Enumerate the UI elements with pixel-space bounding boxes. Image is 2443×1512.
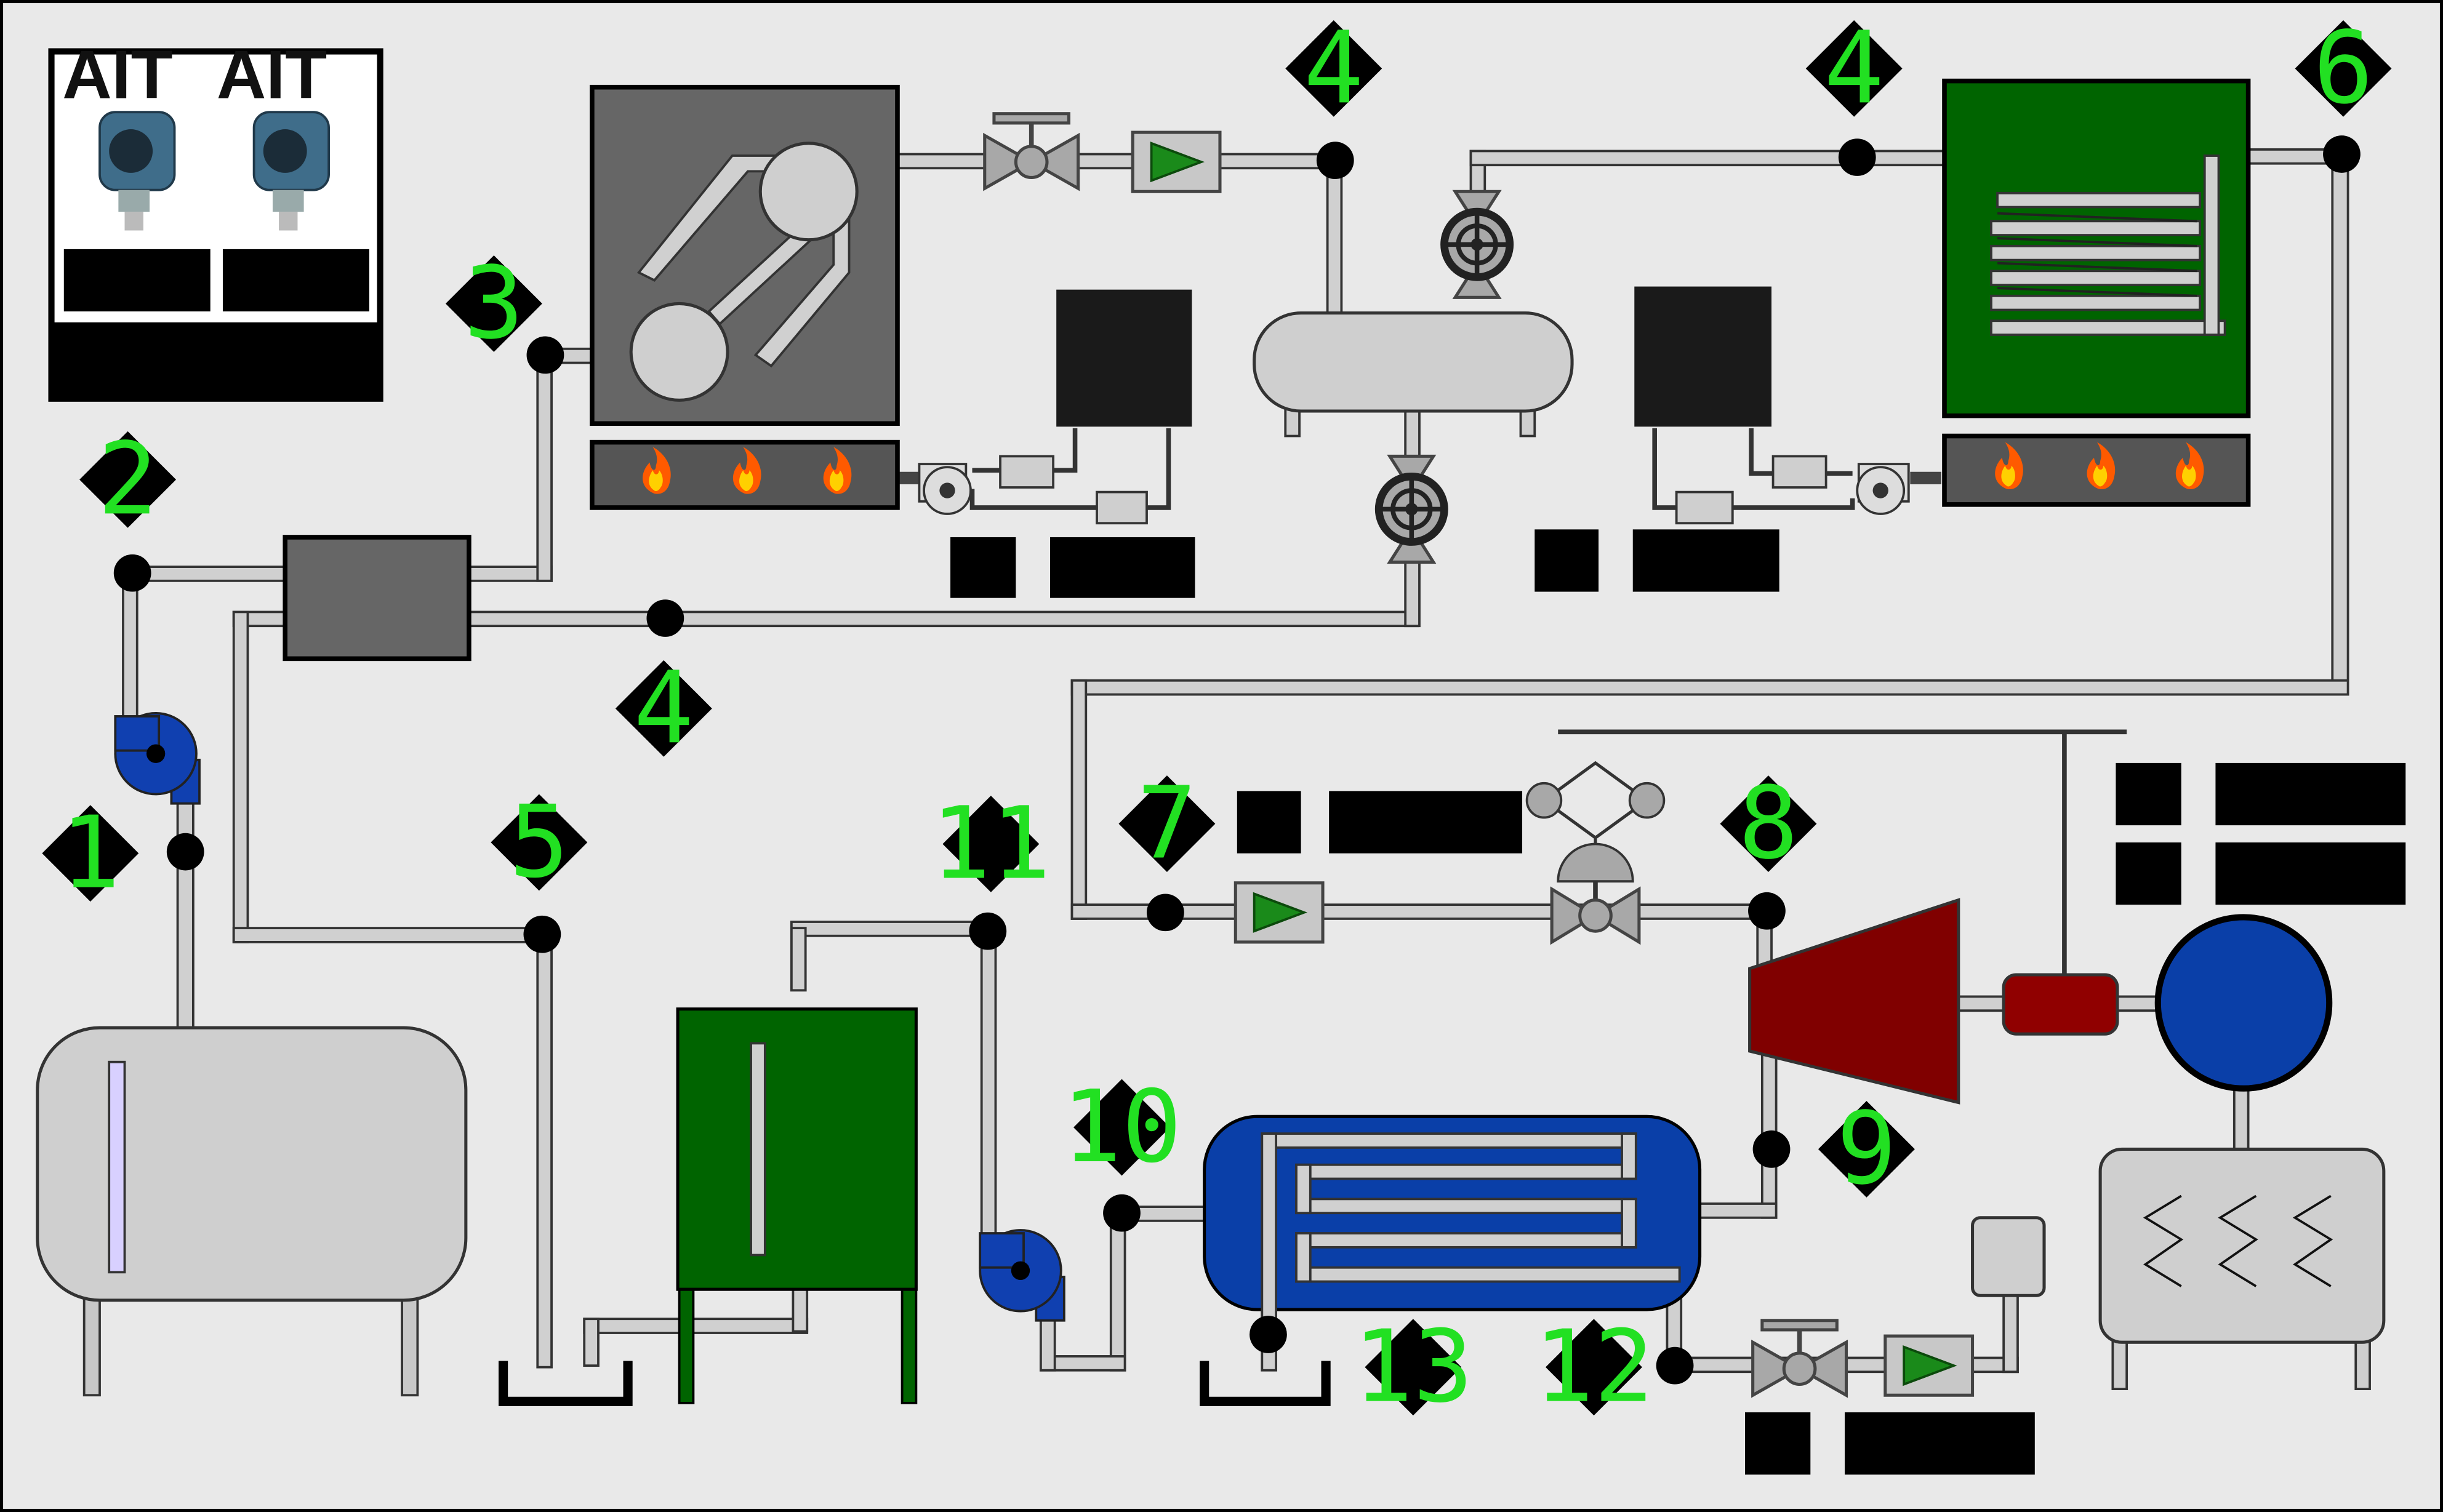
svg-text:3: 3 — [464, 246, 524, 361]
tag-6: 6 — [2295, 10, 2392, 126]
readout-6b — [1845, 1412, 2035, 1475]
load-bank — [2098, 1147, 2386, 1390]
hotwell-tank — [676, 1007, 918, 1404]
tag-8: 8 — [1720, 766, 1817, 882]
svg-text:6: 6 — [2313, 10, 2373, 126]
boiler-furnace-1 — [590, 84, 900, 426]
condenser — [1203, 1114, 1702, 1337]
economizer-heat-exchanger — [283, 535, 471, 662]
tag-5: 5 — [491, 785, 588, 900]
level-gauge — [108, 1060, 126, 1274]
readout-2b — [1632, 529, 1779, 592]
burner-1 — [590, 439, 900, 510]
governor-control-valve[interactable] — [1525, 761, 1666, 945]
transmitter-display-1 — [63, 249, 211, 312]
svg-text:4: 4 — [634, 650, 694, 766]
tag-10: 10 — [1062, 1070, 1182, 1185]
controller-display-1 — [1056, 289, 1192, 427]
pressure-transmitter-icon — [98, 111, 176, 231]
brand-label-left: AIT — [62, 36, 172, 113]
burner-2 — [1942, 433, 2251, 507]
feedwater-tank — [36, 1026, 468, 1397]
flow-meter-icon — [1133, 132, 1220, 191]
tag-7: 7 — [1118, 766, 1216, 882]
readout-1b — [1050, 537, 1195, 598]
svg-text:11: 11 — [931, 786, 1051, 902]
svg-text:4: 4 — [1824, 10, 1884, 126]
tag-3: 3 — [445, 246, 542, 361]
generator-icon — [2154, 914, 2333, 1092]
readout-6a — [1745, 1412, 1811, 1475]
drain-trough-1 — [499, 1361, 633, 1406]
readout-2a — [1534, 529, 1599, 592]
air-damper-2[interactable] — [1771, 455, 1827, 489]
svg-text:4: 4 — [1304, 10, 1364, 126]
signal-lines — [969, 428, 2127, 982]
flow-meter-icon — [1885, 1336, 1973, 1395]
brand-label-right: AIT — [217, 36, 327, 113]
tag-9: 9 — [1818, 1091, 1915, 1207]
readout-4a — [2116, 762, 2181, 826]
svg-text:10: 10 — [1062, 1070, 1182, 1185]
fuel-valve-1[interactable] — [1096, 490, 1148, 525]
feed-pump[interactable] — [114, 712, 201, 805]
tag-13: 13 — [1353, 1310, 1473, 1425]
readout-5b — [2215, 842, 2406, 905]
readout-1a — [950, 537, 1016, 598]
transmitter-display-2 — [222, 249, 369, 312]
flow-meter-icon — [1235, 883, 1323, 942]
burner-fan-2[interactable] — [1856, 463, 1910, 515]
steam-drum — [1253, 311, 1574, 438]
coupling — [2002, 973, 2119, 1036]
svg-text:5: 5 — [509, 785, 569, 900]
svg-text:13: 13 — [1353, 1310, 1473, 1425]
readout-3b — [1329, 791, 1523, 854]
svg-text:1: 1 — [60, 796, 121, 911]
burner-fan-1[interactable] — [918, 463, 972, 515]
readout-3a — [1237, 791, 1301, 854]
tag-12: 12 — [1534, 1310, 1654, 1425]
air-damper-1[interactable] — [999, 455, 1055, 489]
svg-text:12: 12 — [1534, 1310, 1654, 1425]
level-gauge — [750, 1042, 766, 1257]
makeup-tank — [1971, 1216, 2046, 1297]
tag-4-return: 4 — [615, 650, 712, 766]
superheater — [1942, 78, 2251, 418]
turbine-icon — [1748, 898, 1960, 1105]
svg-text:7: 7 — [1137, 766, 1197, 882]
pressure-transmitter-icon — [252, 111, 330, 231]
transmitter-panel: AIT AIT — [48, 36, 383, 402]
tag-1: 1 — [42, 796, 139, 911]
controller-display-2 — [1634, 286, 1772, 427]
readout-4b — [2215, 762, 2406, 826]
tag-11: 11 — [931, 786, 1051, 902]
svg-text:9: 9 — [1837, 1091, 1897, 1207]
readout-5a — [2116, 842, 2181, 905]
svg-text:2: 2 — [98, 422, 158, 537]
tag-4-superheater: 4 — [1805, 10, 1903, 126]
drain-trough-2 — [1200, 1361, 1331, 1406]
condensate-pump[interactable] — [979, 1229, 1065, 1322]
svg-text:8: 8 — [1738, 766, 1799, 882]
fuel-valve-2[interactable] — [1675, 490, 1734, 525]
tag-2: 2 — [79, 422, 177, 537]
tag-4-boiler: 4 — [1285, 10, 1382, 126]
